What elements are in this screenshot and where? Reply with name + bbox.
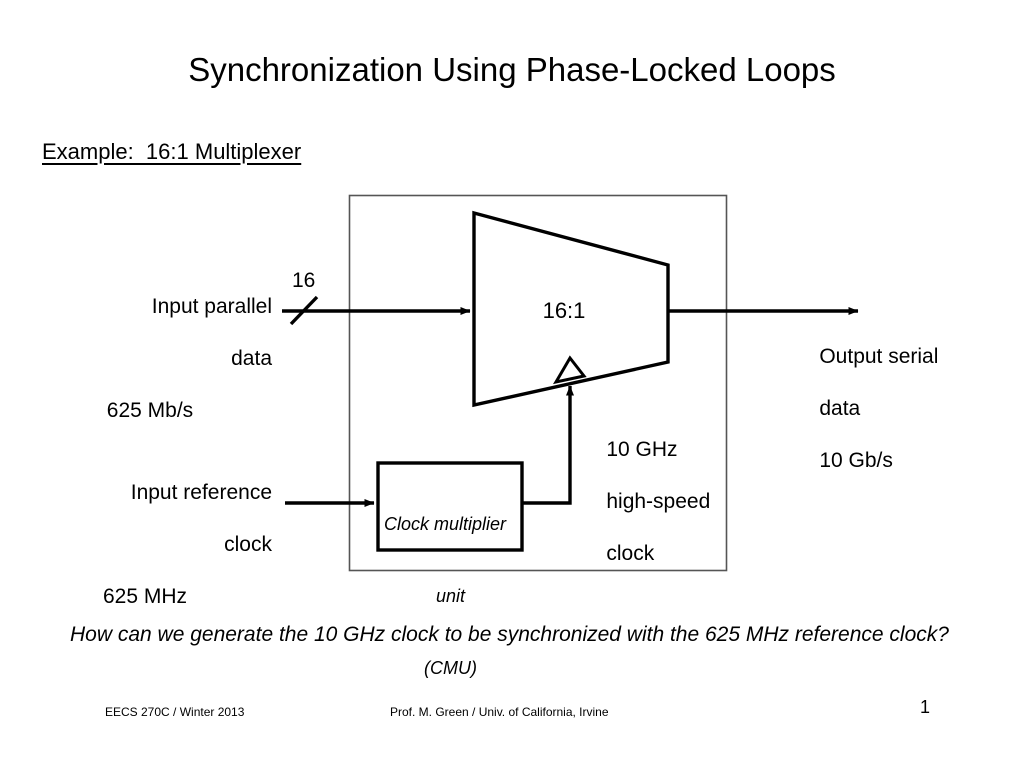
footer-author: Prof. M. Green / Univ. of California, Ir… (390, 705, 609, 719)
cmu-line3: (CMU) (424, 658, 477, 678)
input-reference-rate: 625 MHz (102, 585, 188, 608)
input-reference-line1: Input reference (130, 481, 272, 504)
output-serial-rate: 10 Gb/s (819, 449, 893, 472)
page-title: Synchronization Using Phase-Locked Loops (188, 51, 836, 88)
output-serial-data-label: Output serial data 10 Gb/s (796, 318, 938, 500)
input-parallel-rate: 625 Mb/s (106, 399, 194, 422)
cmu-line2: unit (435, 586, 466, 606)
high-speed-clock-line2: high-speed (606, 490, 711, 513)
footer-page-number: 1 (920, 697, 931, 717)
mux-label: 16:1 (542, 298, 586, 323)
input-parallel-data-label: Input parallel data 625 Mb/s (30, 268, 272, 476)
cmu-label: Clock multiplier unit (CMU) (380, 464, 521, 728)
chip-boundary-box (348, 194, 728, 572)
high-speed-clock-wire (522, 385, 574, 505)
cmu-box (376, 461, 524, 552)
input-parallel-line1: Input parallel (151, 295, 272, 318)
output-serial-line2: data (819, 397, 861, 420)
bus-width-label: 16 (292, 269, 316, 292)
cmu-line1: Clock multiplier (384, 514, 507, 534)
footer-course: EECS 270C / Winter 2013 (105, 705, 245, 719)
output-serial-line1: Output serial (819, 345, 939, 368)
clock-input-triangle-icon (552, 355, 587, 385)
input-parallel-line2: data (231, 347, 272, 370)
high-speed-clock-line3: clock (606, 542, 655, 565)
high-speed-clock-label: 10 GHz high-speed clock (583, 411, 710, 593)
high-speed-clock-line1: 10 GHz (606, 438, 678, 461)
slide-subtitle: Example: 16:1 Multiplexer (42, 139, 302, 164)
input-reference-line2: clock (224, 533, 272, 556)
slide-footer: EECS 270C / Winter 2013 Prof. M. Green /… (0, 698, 1024, 725)
bus-slash-icon (289, 295, 319, 326)
question-text: How can we generate the 10 GHz clock to … (70, 623, 949, 646)
mux-block-diagram (282, 194, 859, 572)
input-reference-clock-label: Input reference clock 625 MHz (20, 454, 272, 662)
mux-trapezoid (472, 210, 670, 408)
